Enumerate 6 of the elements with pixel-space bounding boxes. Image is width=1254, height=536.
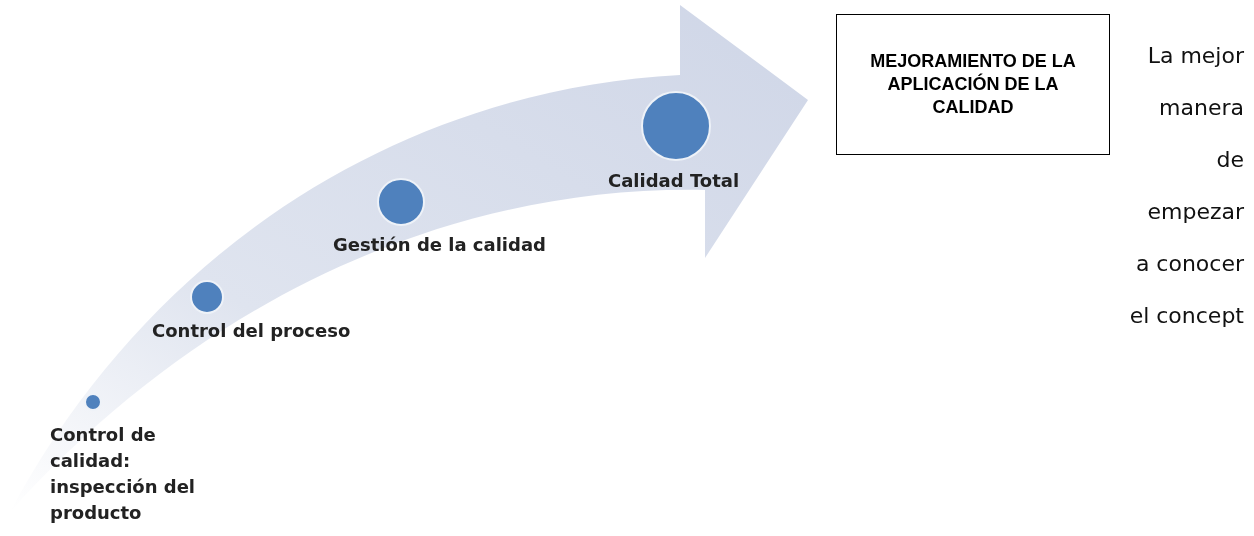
text-box: MEJORAMIENTO DE LA APLICACIÓN DE LA CALIDAD xyxy=(836,14,1110,155)
stage-label: Control del proceso xyxy=(152,319,352,343)
stage-label: Control de calidad: inspección del producto xyxy=(50,423,196,525)
stage-label: Gestión de la calidad xyxy=(333,233,547,257)
stage-label: Calidad Total xyxy=(608,169,741,193)
paragraph: La mejor manera de empezar a conocer el concept xyxy=(1128,42,1244,330)
